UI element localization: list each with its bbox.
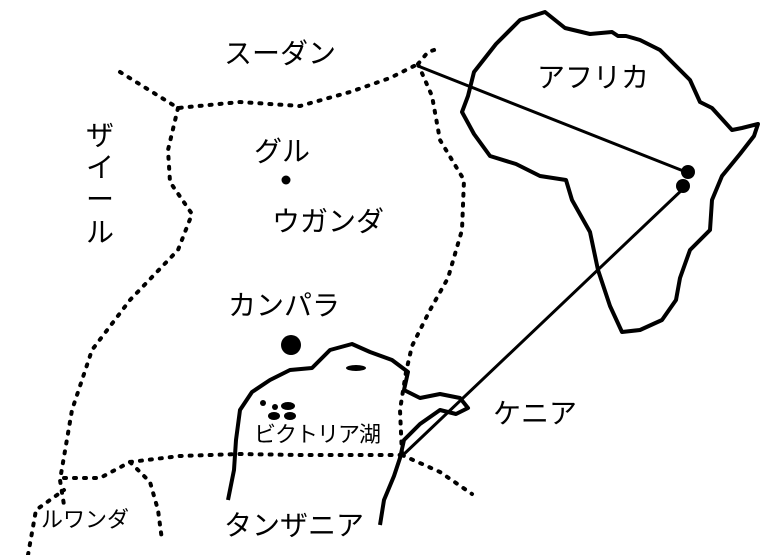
- island: [272, 404, 278, 410]
- label-lake-victoria: ビクトリア湖: [254, 423, 381, 448]
- label-gulu: グル: [254, 135, 311, 168]
- label-zaire: ザイール: [86, 119, 115, 249]
- lake-victoria-shore: [226, 342, 470, 526]
- label-sudan: スーダン: [224, 37, 337, 70]
- island: [260, 400, 266, 406]
- label-africa: アフリカ: [537, 61, 650, 94]
- border-kenya-tanzania: [400, 453, 474, 496]
- island: [346, 365, 366, 371]
- label-kampala: カンパラ: [228, 289, 341, 322]
- label-rwanda: ルワンダ: [41, 508, 130, 533]
- border-zaire-uganda: [57, 106, 195, 507]
- label-kenya: ケニア: [493, 397, 578, 430]
- uganda-locator-dot: [681, 165, 695, 179]
- border-uganda-south: [62, 451, 404, 480]
- kampala-dot: [281, 335, 301, 355]
- island: [284, 412, 296, 420]
- africa-continent: [460, 10, 760, 334]
- gulu-dot: [281, 175, 291, 185]
- callout-line-north: [416, 64, 688, 174]
- island: [268, 412, 280, 420]
- label-uganda: ウガンダ: [272, 205, 385, 238]
- lake-islands: [260, 365, 366, 420]
- callout-lines: [400, 64, 688, 458]
- border-sudan-uganda: [118, 62, 420, 111]
- border-rwanda: [26, 460, 164, 555]
- island: [281, 402, 295, 410]
- uganda-locator-dot: [676, 179, 690, 193]
- label-tanzania: タンザニア: [224, 509, 365, 542]
- callout-line-south: [400, 186, 686, 458]
